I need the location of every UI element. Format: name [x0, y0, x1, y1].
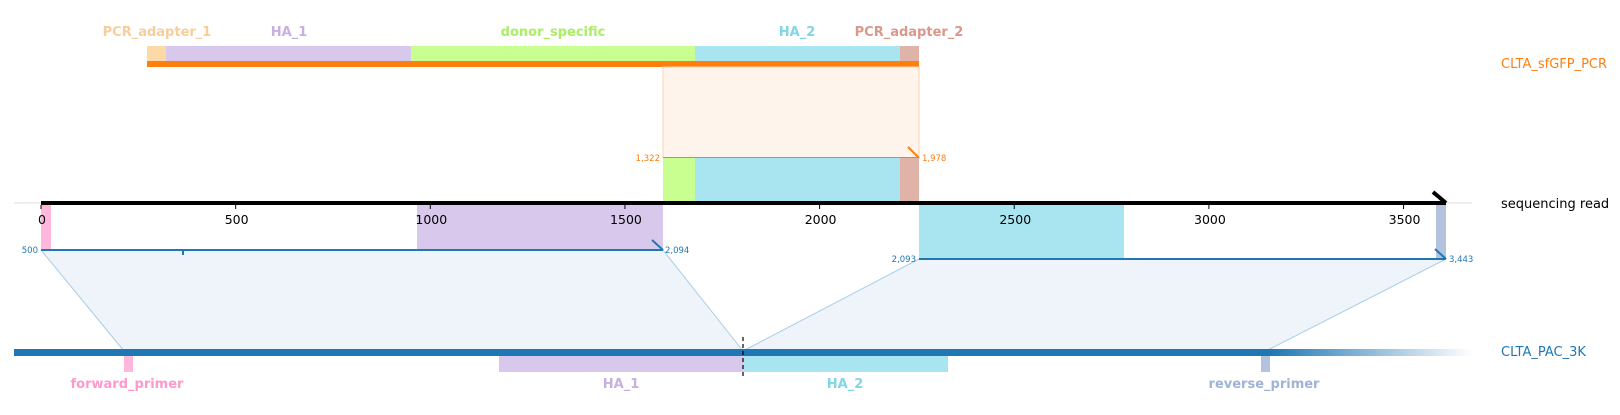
- pcr-reference-bar: [147, 61, 919, 67]
- ref-feature-reverse-primer: [1261, 356, 1270, 372]
- read-axis-tick-label: 1000: [415, 212, 447, 227]
- read-feature-forward-primer: [41, 203, 51, 250]
- read-axis-tick-label: 2000: [805, 212, 837, 227]
- pcr-feature-pcr-adapter-1: [147, 46, 166, 61]
- pcr-feature-donor-specific: [411, 46, 695, 61]
- ref-alignment-1-end: 2,094: [665, 246, 689, 256]
- ref-alignment-2: 2,093 3,443: [742, 248, 1473, 352]
- ref-bar: [14, 349, 1270, 356]
- read-track: 0 500 1000 1500 2000 2500 3000 3500: [14, 158, 1472, 259]
- ref-feature-ha-2: [743, 356, 948, 372]
- pcr-alignment: 1,322 1,978: [636, 66, 946, 164]
- pcr-label-pcr-adapter-2: PCR_adapter_2: [855, 25, 964, 40]
- pcr-track-label: CLTA_sfGFP_PCR: [1501, 57, 1607, 72]
- ref-alignment-1-left-link: [40, 249, 125, 352]
- ref-alignment-1: 500 2,094: [22, 239, 744, 352]
- pcr-alignment-end: 1,978: [922, 154, 946, 164]
- read-axis-tick-label: 0: [38, 212, 46, 227]
- ref-feature-forward-primer: [124, 356, 133, 372]
- ref-alignment-1-right-link: [662, 249, 744, 352]
- read-axis-tick-label: 3500: [1389, 212, 1421, 227]
- ref-alignment-2-left-link: [742, 258, 920, 352]
- ref-alignment-2-right-link: [1265, 258, 1447, 352]
- ref-feature-ha-1: [499, 356, 743, 372]
- pcr-alignment-shading: [662, 66, 920, 159]
- read-axis-tick-label: 2500: [999, 212, 1031, 227]
- pcr-alignment-start: 1,322: [636, 154, 660, 164]
- read-feature-pcr-adapter-2: [900, 158, 919, 203]
- read-feature-ha-1: [417, 203, 663, 250]
- ref-alignment-2-start: 2,093: [892, 255, 916, 265]
- read-feature-donor-specific: [663, 158, 695, 203]
- pcr-alignment-arrow: [907, 146, 920, 159]
- pcr-feature-ha-2: [695, 46, 900, 61]
- ref-track-label: CLTA_PAC_3K: [1501, 345, 1586, 360]
- pcr-label-donor-specific: donor_specific: [501, 25, 606, 40]
- read-feature-ha-2-a: [695, 158, 900, 203]
- ref-label-ha-2: HA_2: [827, 377, 864, 392]
- pcr-label-ha-2: HA_2: [779, 25, 816, 40]
- ref-label-reverse-primer: reverse_primer: [1209, 377, 1321, 392]
- pcr-label-pcr-adapter-1: PCR_adapter_1: [103, 25, 212, 40]
- read-axis-tick-label: 3000: [1194, 212, 1226, 227]
- ref-alignment-2-end: 3,443: [1449, 255, 1473, 265]
- read-axis-tick-label: 1500: [610, 212, 642, 227]
- ref-alignment-1-arrow: [651, 239, 664, 251]
- pcr-label-ha-1: HA_1: [271, 25, 308, 40]
- ref-alignment-2-arrow: [1434, 248, 1447, 260]
- pcr-feature-ha-1: [166, 46, 411, 61]
- read-axis-ticks: 0 500 1000 1500 2000 2500 3000 3500: [38, 205, 1421, 227]
- read-axis-arrow: [1431, 190, 1448, 205]
- ref-track: forward_primer HA_1 HA_2 reverse_primer: [14, 337, 1472, 392]
- read-axis-tick-label: 500: [225, 212, 249, 227]
- ref-label-ha-1: HA_1: [603, 377, 640, 392]
- ref-alignment-2-shading: [743, 259, 1446, 351]
- read-track-label: sequencing read: [1501, 197, 1609, 212]
- ref-alignment-1-start: 500: [22, 246, 38, 256]
- ref-alignment-1-shading: [41, 250, 743, 351]
- read-feature-ha-2-b: [919, 203, 1124, 259]
- ref-bar-fade: [1270, 349, 1472, 356]
- ref-label-forward-primer: forward_primer: [71, 377, 185, 392]
- read-feature-reverse-primer: [1436, 203, 1446, 259]
- pcr-feature-pcr-adapter-2: [900, 46, 919, 61]
- pcr-track: PCR_adapter_1 HA_1 donor_specific HA_2 P…: [103, 25, 964, 67]
